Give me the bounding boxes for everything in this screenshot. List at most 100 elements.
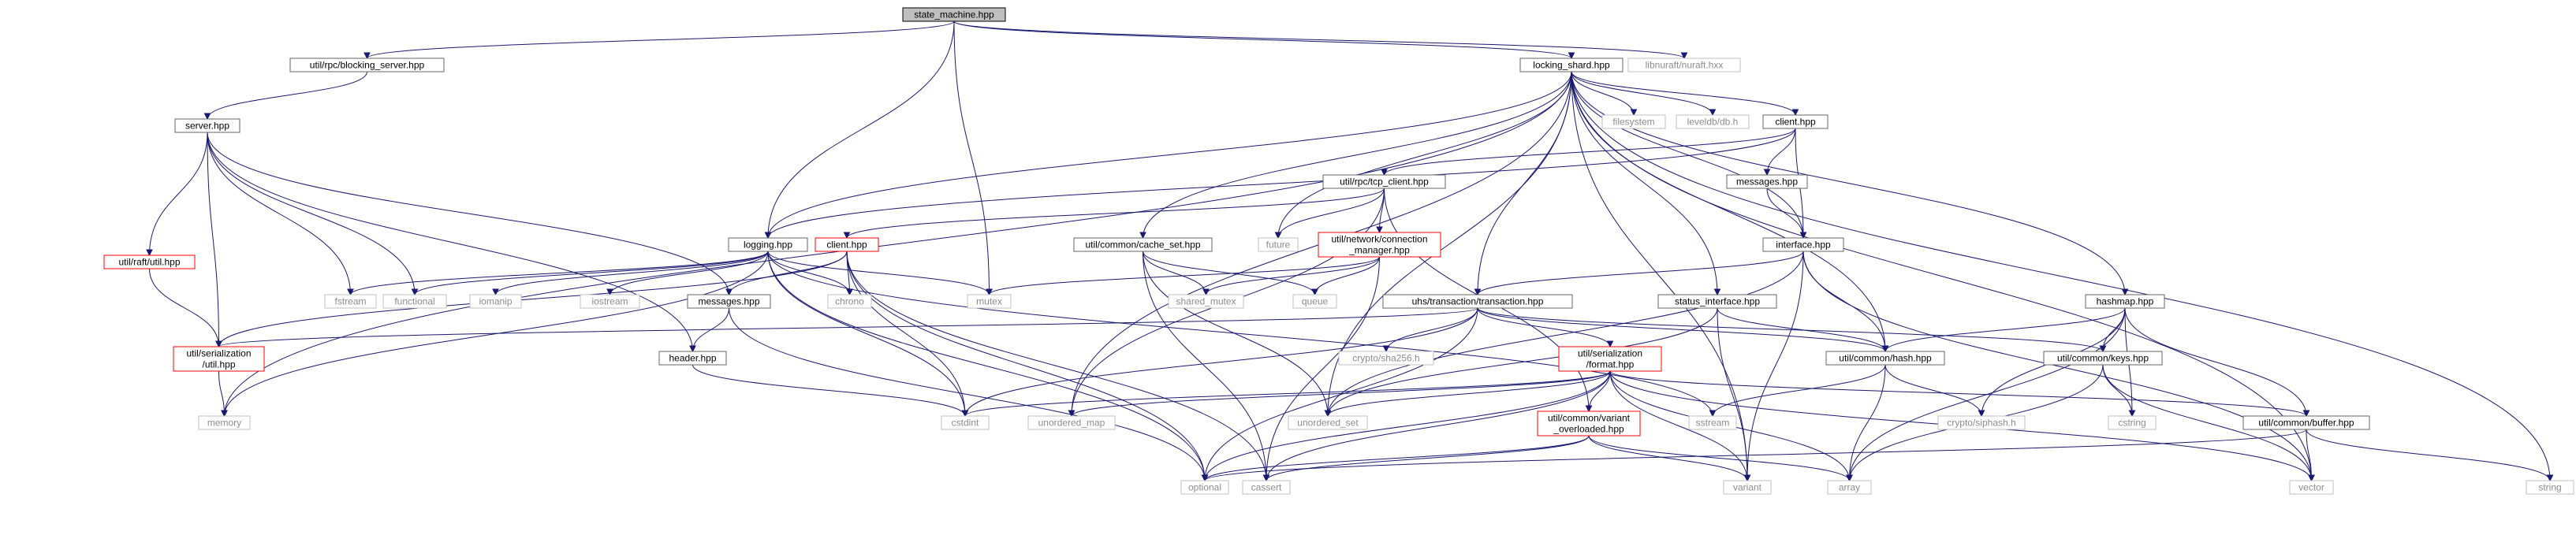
edge-tcp-client-to-future [1277,188,1385,239]
edge-arrowhead [1791,109,1799,117]
node-box [1762,237,1844,252]
edge-arrowhead [1978,410,1985,418]
node-label: variant [1733,482,1762,493]
edge-arrowhead [221,410,228,418]
edge-status-interface-to-hash [1717,307,1886,352]
node-ser-format[interactable]: util/serialization/format.hpp [1558,346,1662,372]
node-label: chrono [835,296,864,307]
node-box [1762,114,1829,129]
edge-transaction-to-ser-format [1477,307,1611,347]
node-label: logging.hpp [744,240,792,251]
node-connection-manager[interactable]: util/network/connection_manager.hpp [1318,232,1441,258]
node-tcp-client[interactable]: util/rpc/tcp_client.hpp [1322,174,1446,189]
edge-tcp-client-to-client-red [846,188,1385,239]
node-hash[interactable]: util/common/hash.hpp [1825,351,1945,366]
edge-arrowhead [146,249,153,257]
node-label: memory [207,418,241,429]
edge-arrowhead [1139,232,1146,240]
node-status-interface[interactable]: status_interface.hpp [1657,294,1777,309]
edge-interface-to-transaction [1477,251,1804,295]
node-logging[interactable]: logging.hpp [728,237,808,252]
edge-buffer-to-vector [2306,429,2312,481]
edge-hashmap-to-hash [1884,307,2126,352]
node-shared-mutex: shared_mutex [1168,294,1244,309]
node-label: mutex [976,296,1002,307]
node-box [1726,174,1808,189]
dependency-nodes: state_machine.hpp util/rpc/blocking_serve… [103,7,2574,495]
node-state-machine[interactable]: state_machine.hpp [902,7,1006,22]
node-cstdint: cstdint [941,415,990,430]
node-label: /format.hpp [1586,359,1635,370]
node-client-red[interactable]: client.hpp [815,237,879,252]
edge-arrowhead [1311,288,1318,296]
edge-locking-shard-to-client-hpp-top [1571,71,1796,116]
edge-arrowhead [1630,109,1638,117]
node-box [1688,415,1737,430]
node-interface[interactable]: interface.hpp [1762,237,1844,252]
node-label: cassert [1251,482,1282,493]
node-label: sstream [1696,418,1730,429]
node-hashmap[interactable]: hashmap.hpp [2085,294,2165,309]
node-ser-util[interactable]: util/serialization/util.hpp [173,346,265,372]
edge-variant-overloaded-to-optional [1204,435,1590,481]
node-messages-top[interactable]: messages.hpp [1726,174,1808,189]
node-box [324,294,377,309]
node-client-hpp-top[interactable]: client.hpp [1762,114,1829,129]
node-label: util/common/variant [1548,413,1631,424]
node-locking-shard[interactable]: locking_shard.hpp [1519,58,1624,72]
node-box [1676,114,1750,129]
node-box [580,294,640,309]
node-label: leveldb/db.h [1687,117,1739,128]
edge-interface-to-hash [1802,251,1886,352]
node-label: util/rpc/tcp_client.hpp [1340,176,1429,188]
node-variant-overloaded[interactable]: util/common/variant_overloaded.hpp [1537,411,1641,437]
edge-logging-to-iostream [610,251,769,295]
edge-transaction-to-cstdint [964,307,1478,417]
edge-ser-format-to-unordered-set [1327,370,1611,417]
edge-variant-overloaded-to-array [1588,435,1850,481]
edge-locking-shard-to-status-interface [1571,71,1718,295]
node-label: functional [394,296,434,307]
node-messages-mid[interactable]: messages.hpp [687,294,771,309]
edge-arrowhead [1274,232,1282,240]
edge-ser-format-to-cstdint [964,370,1611,417]
node-label: util/rpc/blocking_server.hpp [310,60,425,71]
edge-logging-to-functional [414,251,769,295]
node-box [687,294,771,309]
edge-transaction-to-keys [1477,307,2104,352]
edge-arrowhead [1709,410,1717,418]
node-server[interactable]: server.hpp [174,118,240,133]
node-label: locking_shard.hpp [1533,60,1610,71]
node-label: util/network/connection [1331,234,1427,245]
node-box [1318,232,1441,258]
node-box [2085,294,2165,309]
edge-logging-to-cstdint [767,251,966,417]
node-cache-set[interactable]: util/common/cache_set.hpp [1073,237,1213,252]
node-box [1288,415,1368,430]
node-header[interactable]: header.hpp [658,351,727,366]
edge-state-machine-to-logging [767,20,955,239]
node-box [1180,480,1229,495]
edge-interface-to-unordered-set [1327,251,1804,417]
edge-buffer-to-optional [1204,429,2307,481]
edge-arrowhead [1262,474,1270,482]
node-keys[interactable]: util/common/keys.hpp [2043,351,2163,366]
edge-arrowhead [2099,345,2107,353]
node-buffer[interactable]: util/common/buffer.hpp [2242,415,2370,430]
node-box [1723,480,1772,495]
node-box [198,415,251,430]
node-raft-util[interactable]: util/raft/util.hpp [103,254,196,269]
edge-server-to-header [207,132,693,352]
edge-transaction-to-optional [1204,307,1478,481]
node-box [2043,351,2163,366]
node-fstream: fstream [324,294,377,309]
node-box [469,294,522,309]
node-transaction[interactable]: uhs/transaction/transaction.hpp [1382,294,1573,309]
node-variant: variant [1723,480,1772,495]
node-box [1027,415,1116,430]
node-functional: functional [382,294,447,309]
node-box [941,415,990,430]
node-blocking-server[interactable]: util/rpc/blocking_server.hpp [289,58,445,72]
edge-hashmap-to-buffer [2124,307,2307,417]
